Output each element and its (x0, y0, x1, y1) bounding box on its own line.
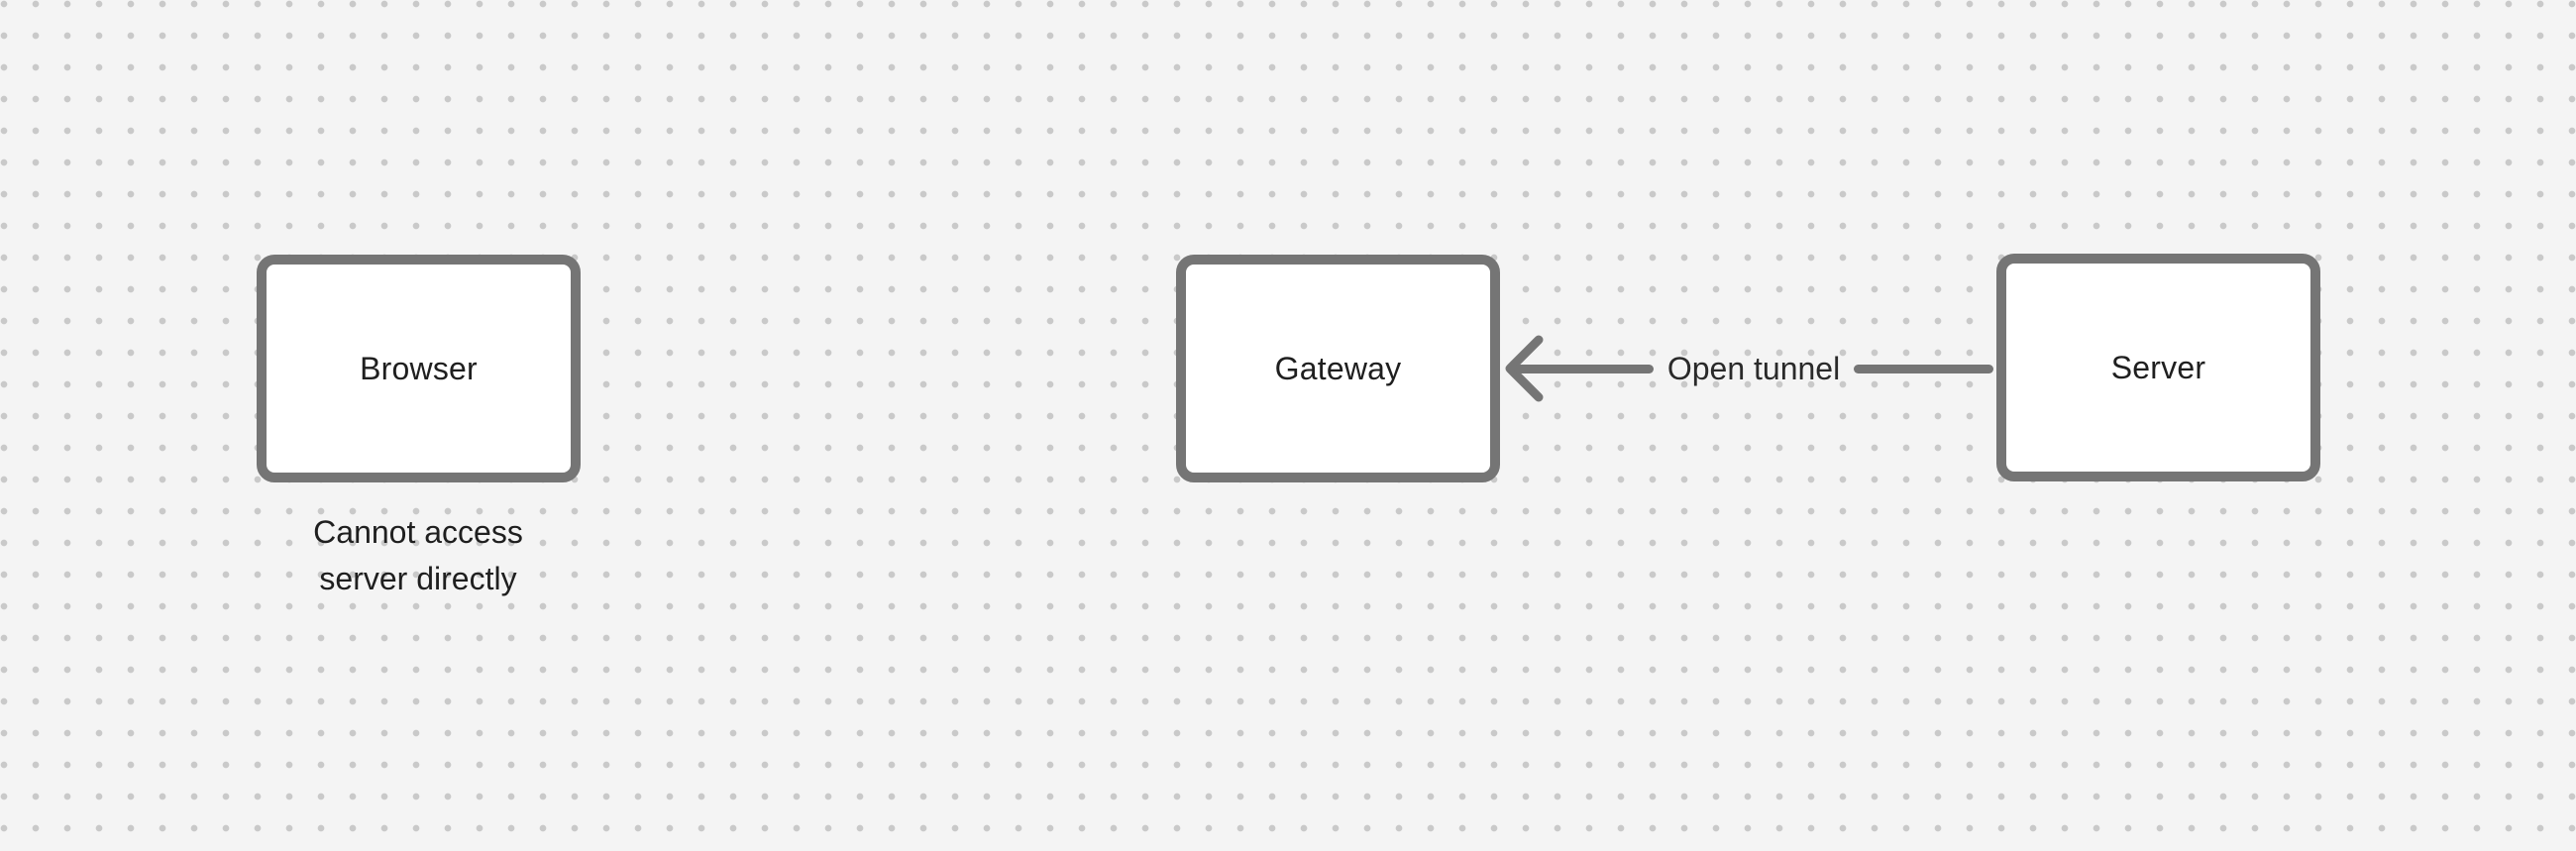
edge-server-to-gateway[interactable]: Open tunnel (1504, 329, 1994, 408)
node-gateway-label: Gateway (1274, 350, 1402, 386)
node-browser-label: Browser (360, 350, 478, 386)
edge-line-right-segment (1854, 364, 1994, 373)
node-gateway[interactable]: Gateway (1176, 255, 1500, 482)
edge-label: Open tunnel (1666, 350, 1841, 386)
arrowhead-left-icon (1505, 335, 1544, 402)
browser-note-line2: server directly (319, 561, 517, 596)
browser-note[interactable]: Cannot access server directly (220, 509, 616, 602)
node-browser[interactable]: Browser (257, 255, 581, 482)
edge-line-left-segment (1514, 364, 1654, 373)
node-server-label: Server (2110, 349, 2206, 385)
node-server[interactable]: Server (1996, 254, 2320, 481)
browser-note-line1: Cannot access (313, 514, 523, 550)
